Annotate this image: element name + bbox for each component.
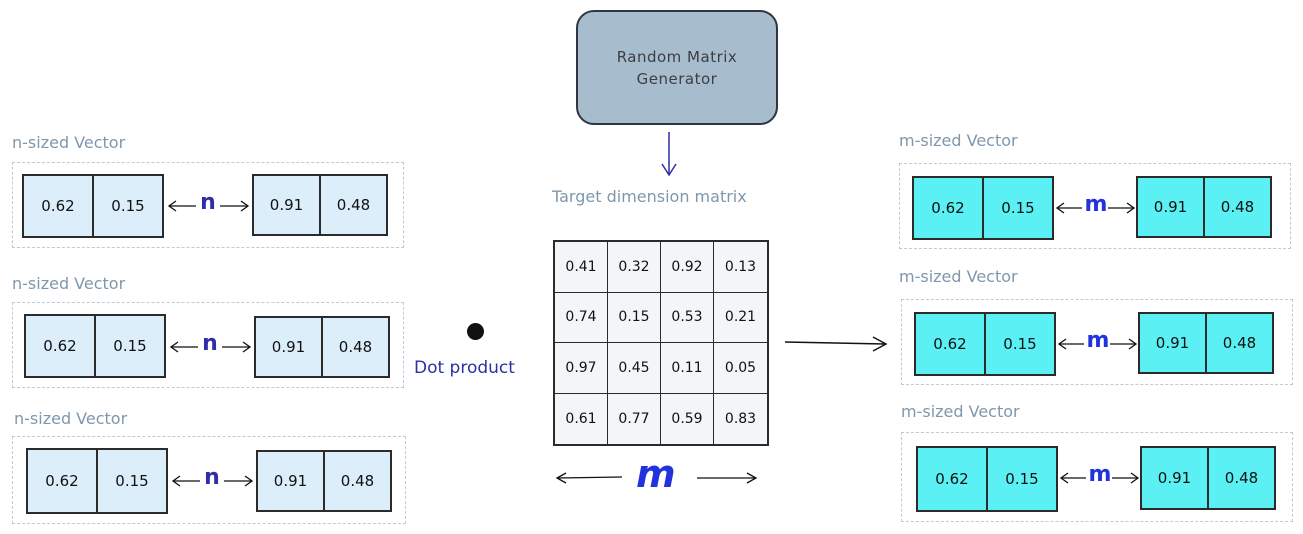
matrix-cell: 0.77	[608, 393, 661, 444]
output-vector-group	[901, 299, 1293, 385]
vector-cell: 0.91	[1157, 469, 1192, 487]
vector-cell: 0.91	[273, 472, 308, 490]
input-vector-group	[12, 436, 406, 524]
dimension-left-arrow	[1059, 472, 1086, 484]
matrix-cell: 0.74	[555, 292, 608, 343]
output-arrow	[784, 336, 888, 352]
matrix-cell: 0.41	[555, 242, 608, 293]
output-vector-title: m-sized Vector	[899, 267, 1018, 286]
output-vector-left-block: 0.62 0.15	[912, 176, 1054, 240]
dimension-label: n	[200, 190, 216, 215]
input-vector-right-block: 0.91 0.48	[252, 174, 388, 236]
random-matrix-generator-box: Random Matrix Generator	[576, 10, 778, 125]
matrix-cell: 0.61	[555, 393, 608, 444]
input-vector-title: n-sized Vector	[12, 274, 126, 293]
output-vector-left-block: 0.62 0.15	[916, 446, 1058, 512]
output-vector-group	[899, 163, 1291, 249]
output-vector-right-block: 0.91 0.48	[1138, 312, 1274, 374]
matrix-cell: 0.11	[661, 343, 714, 394]
vector-cell: 0.62	[45, 472, 79, 490]
matrix-cell: 0.21	[714, 293, 767, 343]
input-vector-right-block: 0.91 0.48	[256, 450, 392, 512]
dimension-right-arrow	[1110, 338, 1138, 350]
output-vector-right-block: 0.91 0.48	[1140, 446, 1276, 510]
vector-cell: 0.15	[92, 176, 162, 236]
dimension-right-arrow	[224, 475, 254, 487]
dimension-left-arrow	[1055, 202, 1082, 214]
dimension-right-arrow	[1112, 472, 1140, 484]
vector-cell: 0.48	[1207, 448, 1274, 508]
vector-cell: 0.62	[41, 197, 75, 215]
matrix-title: Target dimension matrix	[552, 187, 747, 206]
dimension-label: m	[1086, 328, 1110, 353]
matrix-cell: 0.45	[608, 343, 661, 394]
generator-label: Random Matrix Generator	[616, 47, 738, 88]
dimension-left-arrow	[169, 341, 198, 353]
matrix-dimension-label: m	[636, 452, 676, 496]
vector-cell: 0.48	[319, 176, 386, 234]
vector-cell: 0.48	[323, 452, 390, 510]
vector-cell: 0.91	[269, 196, 304, 214]
matrix-cell: 0.13	[714, 242, 767, 293]
matrix-width-left-arrow	[555, 472, 623, 484]
matrix-cell: 0.92	[661, 242, 714, 293]
matrix-cell: 0.97	[555, 343, 608, 394]
vector-cell: 0.48	[1203, 178, 1270, 236]
matrix-width-right-arrow	[697, 472, 758, 484]
vector-cell: 0.15	[986, 448, 1056, 510]
dimension-left-arrow	[1057, 338, 1084, 350]
output-vector-group	[901, 432, 1293, 522]
matrix-cell: 0.05	[714, 343, 767, 394]
matrix-cell: 0.53	[661, 292, 714, 343]
output-vector-right-block: 0.91 0.48	[1136, 176, 1272, 238]
matrix-cell: 0.32	[608, 242, 661, 293]
input-vector-left-block: 0.62 0.15	[26, 448, 168, 514]
dimension-label: m	[1088, 462, 1112, 487]
vector-cell: 0.91	[1153, 198, 1188, 216]
output-vector-left-block: 0.62 0.15	[914, 312, 1056, 376]
input-vector-title: n-sized Vector	[14, 409, 128, 428]
vector-cell: 0.62	[931, 199, 965, 217]
input-vector-title: n-sized Vector	[12, 133, 126, 152]
dot-product-icon	[467, 323, 484, 340]
output-vector-title: m-sized Vector	[899, 131, 1018, 150]
generator-down-arrow	[661, 132, 677, 177]
dot-product-label: Dot product	[414, 358, 515, 378]
input-vector-left-block: 0.62 0.15	[22, 174, 164, 238]
output-vector-title: m-sized Vector	[901, 402, 1020, 421]
matrix-cell: 0.15	[608, 292, 661, 343]
dimension-left-arrow	[167, 200, 196, 212]
matrix-cell: 0.59	[661, 393, 714, 444]
input-vector-group	[12, 162, 404, 248]
matrix-cell: 0.83	[724, 410, 757, 427]
dimension-right-arrow	[1108, 202, 1136, 214]
vector-cell: 0.91	[271, 338, 306, 356]
vector-cell: 0.15	[982, 178, 1052, 238]
vector-cell: 0.62	[933, 335, 967, 353]
dimension-label: n	[204, 465, 220, 490]
input-vector-right-block: 0.91 0.48	[254, 316, 390, 378]
dimension-left-arrow	[171, 475, 200, 487]
vector-cell: 0.62	[43, 337, 77, 355]
dimension-label: n	[202, 331, 218, 356]
vector-cell: 0.91	[1155, 334, 1190, 352]
target-dimension-matrix: 0.41 0.32 0.92 0.13 0.74 0.15 0.53 0.21 …	[553, 240, 769, 446]
dimension-label: m	[1084, 192, 1108, 217]
vector-cell: 0.48	[321, 318, 388, 376]
input-vector-left-block: 0.62 0.15	[24, 314, 166, 378]
vector-cell: 0.15	[984, 314, 1054, 374]
dimension-right-arrow	[220, 200, 250, 212]
input-vector-group	[12, 302, 404, 388]
vector-cell: 0.48	[1205, 314, 1272, 372]
dimension-right-arrow	[222, 341, 252, 353]
vector-cell: 0.15	[94, 316, 164, 376]
vector-cell: 0.15	[96, 450, 166, 512]
vector-cell: 0.62	[935, 470, 969, 488]
